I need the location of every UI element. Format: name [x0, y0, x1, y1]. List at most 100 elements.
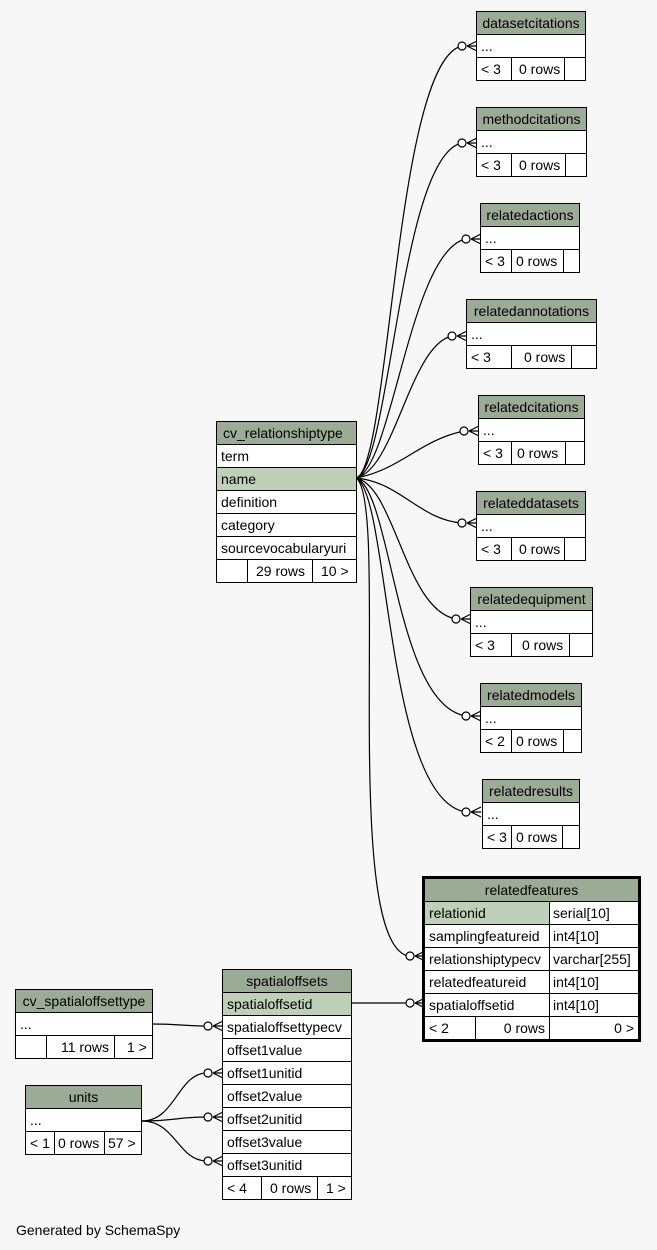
column-type: varchar[255]: [549, 948, 638, 970]
column-type: int4[10]: [549, 971, 638, 993]
table-footer: < 3 0 rows: [467, 346, 596, 368]
column-term: term: [217, 445, 356, 468]
footer-parents: < 3: [481, 157, 501, 173]
table-title: methodcitations: [477, 108, 586, 131]
table-title: units: [26, 1086, 141, 1109]
table-cv_spatialoffsettype[interactable]: cv_spatialoffsettype ... 11 rows 1 >: [15, 989, 153, 1059]
table-title: relatedmodels: [481, 684, 581, 707]
column-offset1unitid: offset1unitid: [223, 1062, 351, 1085]
table-datasetcitations[interactable]: datasetcitations ... < 3 0 rows: [476, 11, 586, 81]
footer-parents: < 3: [483, 445, 503, 461]
column-samplingfeatureid: samplingfeatureid int4[10]: [425, 925, 638, 948]
footer-parents: < 3: [471, 349, 491, 365]
table-row: ...: [481, 227, 579, 250]
table-row: ...: [16, 1013, 152, 1036]
column-name: relationshiptypecv: [429, 951, 542, 967]
table-relatedannotations[interactable]: relatedannotations ... < 3 0 rows: [466, 299, 597, 369]
edge-units-offset3: [141, 1120, 207, 1162]
table-title: relatedannotations: [467, 300, 596, 323]
table-relatedmodels[interactable]: relatedmodels ... < 2 0 rows: [480, 683, 582, 753]
table-title: relatedresults: [483, 780, 579, 803]
table-row: ...: [483, 803, 579, 826]
footer-rowcount: 0 rows: [511, 634, 563, 656]
footer-children: [564, 58, 585, 80]
table-title: cv_spatialoffsettype: [16, 990, 152, 1013]
table-relatedresults[interactable]: relatedresults ... < 3 0 rows: [482, 779, 580, 849]
column-relationid: relationid serial[10]: [425, 902, 638, 925]
footer-children: 1 >: [114, 1036, 147, 1058]
table-row: ...: [477, 515, 585, 538]
column-definition: definition: [217, 491, 356, 514]
column-name: relatedfeatureid: [429, 974, 527, 990]
edge-datasetcitations: [355, 45, 463, 479]
edge-relatedfeatures-relationshiptypecv: [355, 477, 409, 957]
footer-rowcount: 0 rows: [511, 58, 560, 80]
footer-parents: < 3: [481, 541, 501, 557]
table-relatedfeatures[interactable]: relatedfeatures relationid serial[10] sa…: [422, 876, 641, 1042]
table-methodcitations[interactable]: methodcitations ... < 3 0 rows: [476, 107, 587, 177]
table-cv_relationshiptype[interactable]: cv_relationshiptype term name definition…: [216, 421, 357, 583]
table-title: relatedactions: [481, 204, 579, 227]
table-row: ...: [471, 611, 592, 634]
table-row: ...: [477, 131, 586, 154]
table-footer: 11 rows 1 >: [16, 1036, 152, 1058]
footer-children: [565, 154, 586, 176]
edge-cv_spatialoffsettype: [151, 1023, 207, 1027]
footer-children: [569, 634, 592, 656]
table-footer: < 3 0 rows: [483, 826, 579, 848]
table-footer: < 3 0 rows: [481, 250, 579, 272]
table-row: ...: [26, 1109, 141, 1132]
edge-methodcitations: [355, 142, 463, 479]
table-units[interactable]: units ... < 1 0 rows 57 >: [25, 1085, 142, 1155]
column-type: int4[10]: [549, 994, 638, 1016]
footer-parents: < 3: [485, 253, 505, 269]
footer-rowcount: 0 rows: [261, 1177, 311, 1199]
column-spatialoffsetid: spatialoffsetid int4[10]: [425, 994, 638, 1017]
table-title: relatedcitations: [479, 396, 584, 419]
footer-children: 1 >: [317, 1177, 346, 1199]
column-offset2value: offset2value: [223, 1085, 351, 1108]
column-offset3value: offset3value: [223, 1131, 351, 1154]
footer-children: 57 >: [104, 1132, 136, 1154]
footer-children: 0 >: [549, 1017, 638, 1039]
edge-relatedmodels: [355, 477, 467, 717]
footer-children: [563, 730, 581, 752]
column-type: int4[10]: [549, 925, 638, 947]
generated-by-label: Generated by SchemaSpy: [16, 1222, 181, 1238]
table-relatedequipment[interactable]: relatedequipment ... < 3 0 rows: [470, 587, 593, 657]
footer-children: [564, 538, 585, 560]
edge-units-offset1: [141, 1072, 207, 1122]
footer-rowcount: 0 rows: [511, 442, 558, 464]
column-name: relationid: [429, 905, 486, 921]
table-relatedactions[interactable]: relatedactions ... < 3 0 rows: [480, 203, 580, 273]
table-footer: 29 rows 10 >: [217, 560, 356, 582]
column-name: samplingfeatureid: [429, 928, 540, 944]
edge-relatedresults: [355, 477, 467, 813]
footer-children: [565, 442, 584, 464]
column-name: spatialoffsetid: [429, 997, 515, 1013]
table-row: ...: [467, 323, 596, 346]
column-relationshiptypecv: relationshiptypecv varchar[255]: [425, 948, 638, 971]
table-footer: < 2 0 rows: [481, 730, 581, 752]
footer-parents: < 3: [481, 61, 501, 77]
footer-parents: < 4: [227, 1180, 247, 1196]
footer-parents: < 2: [429, 1020, 449, 1036]
table-footer: < 1 0 rows 57 >: [26, 1132, 141, 1154]
edge-relatedequipment: [355, 477, 457, 620]
table-relateddatasets[interactable]: relateddatasets ... < 3 0 rows: [476, 491, 586, 561]
table-row: ...: [477, 35, 585, 58]
table-footer: < 3 0 rows: [479, 442, 584, 464]
table-footer: < 2 0 rows 0 >: [425, 1017, 638, 1039]
table-spatialoffsets[interactable]: spatialoffsets spatialoffsetid spatialof…: [222, 969, 352, 1200]
edge-relatedcitations: [355, 430, 465, 479]
edge-relatedannotations: [355, 335, 453, 479]
footer-rowcount: 0 rows: [475, 1017, 549, 1039]
footer-rowcount: 0 rows: [511, 826, 557, 848]
footer-rowcount: 0 rows: [511, 538, 560, 560]
footer-rowcount: 11 rows: [46, 1036, 109, 1058]
table-footer: < 3 0 rows: [477, 154, 586, 176]
footer-children: [571, 346, 596, 368]
footer-children: [562, 826, 579, 848]
footer-rowcount: 0 rows: [511, 250, 557, 272]
table-relatedcitations[interactable]: relatedcitations ... < 3 0 rows: [478, 395, 585, 465]
